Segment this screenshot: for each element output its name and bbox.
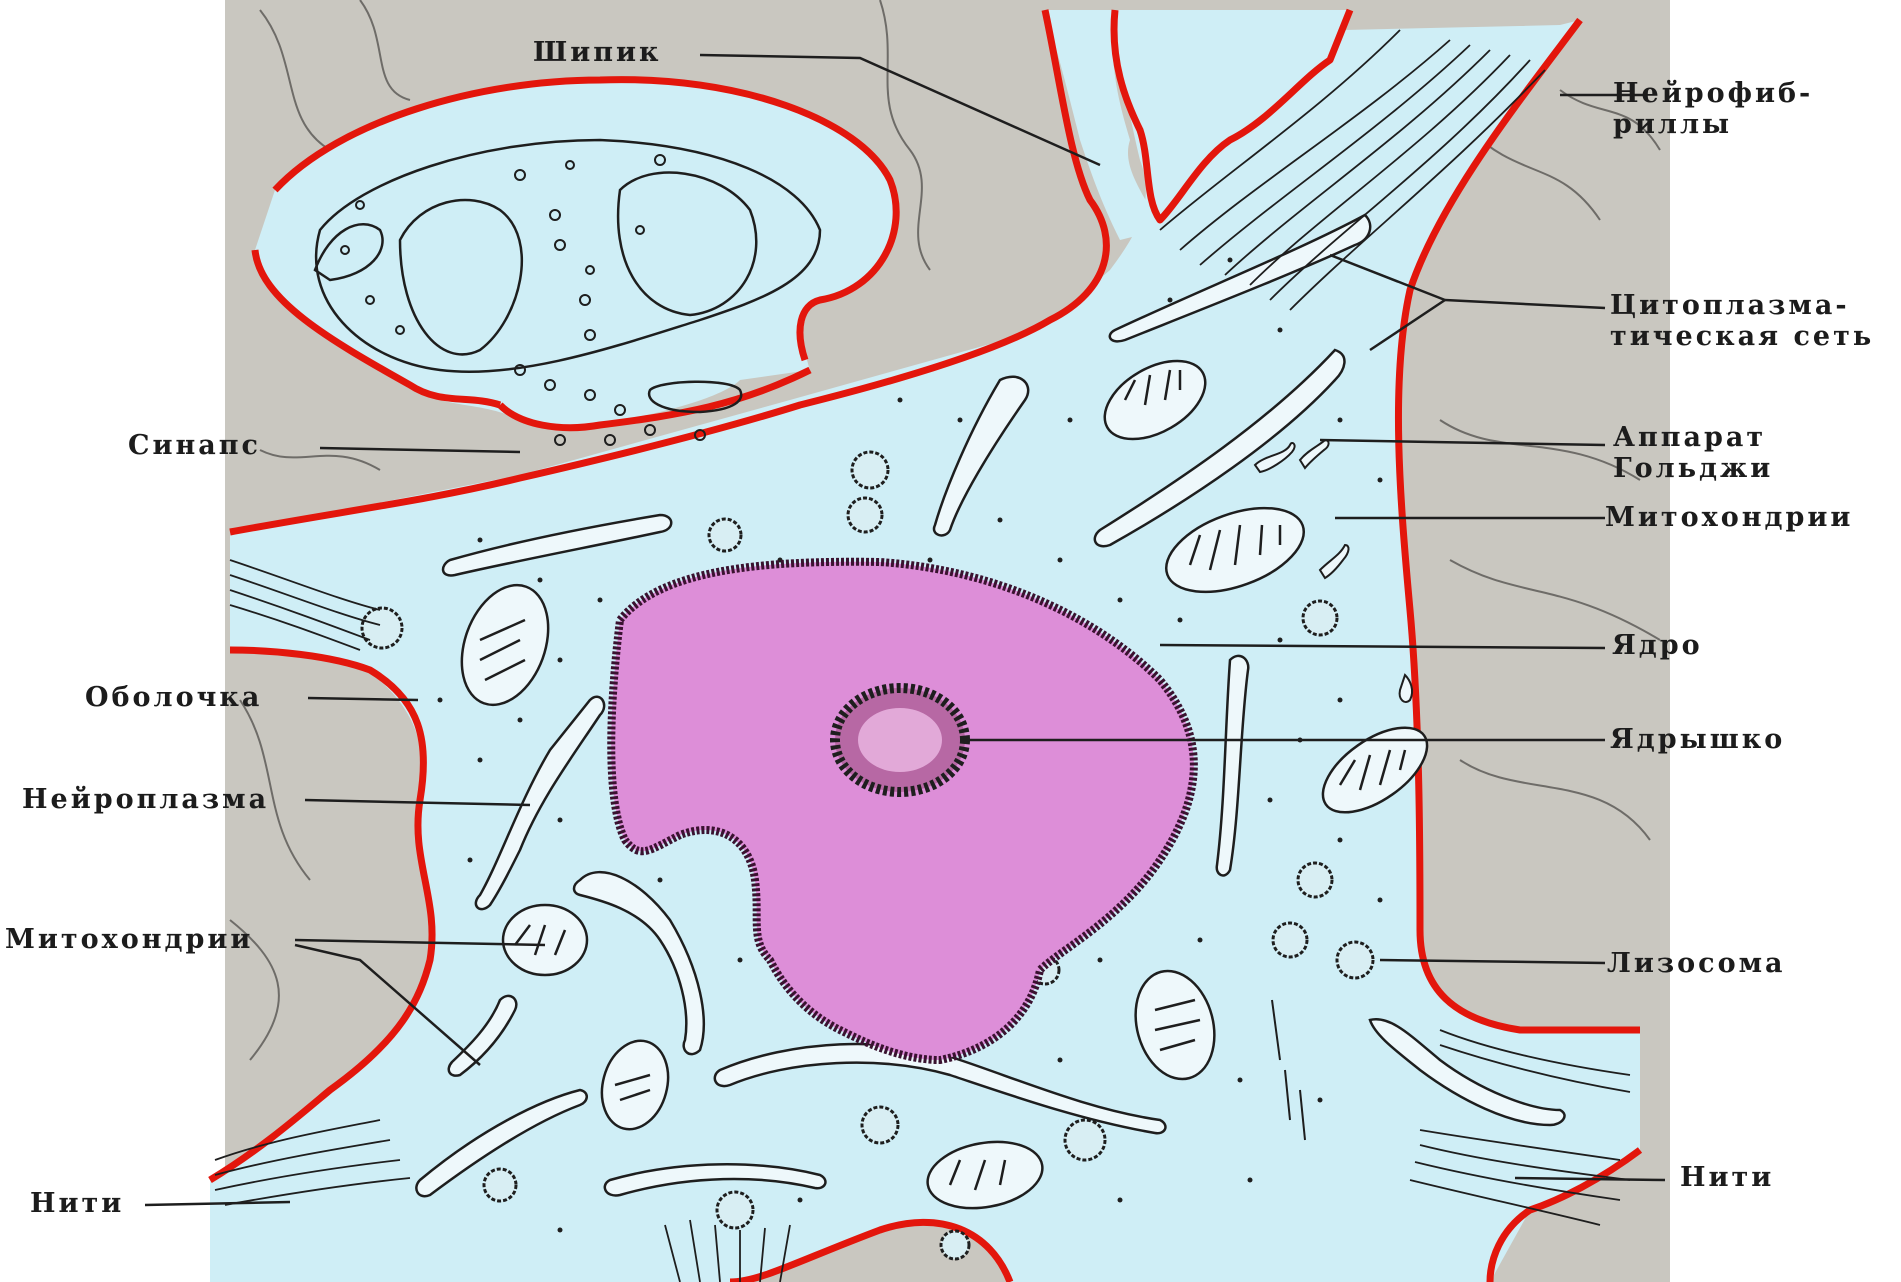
label-mitochondria-left: Митохондрии [5, 924, 253, 955]
label-mitochondria-right: Митохондрии [1605, 502, 1853, 533]
nucleolus [835, 688, 965, 792]
label-nucleolus: Ядрышко [1610, 724, 1785, 755]
label-neuroplasm: Нейроплазма [22, 784, 269, 815]
label-sheath: Оболочка [85, 682, 262, 713]
label-filaments-left: Нити [30, 1188, 124, 1219]
label-filaments-right: Нити [1680, 1162, 1774, 1193]
label-lysosome: Лизосома [1607, 948, 1786, 979]
label-shipik: Шипик [533, 37, 662, 68]
label-cytoplasmic-network: Цитоплазма-тическая сеть [1610, 290, 1874, 352]
label-nucleus: Ядро [1612, 630, 1703, 661]
mitochondrion [503, 905, 587, 975]
label-neurofibrils: Нейрофиб-риллы [1613, 78, 1813, 140]
label-synapse: Синапс [128, 430, 261, 461]
